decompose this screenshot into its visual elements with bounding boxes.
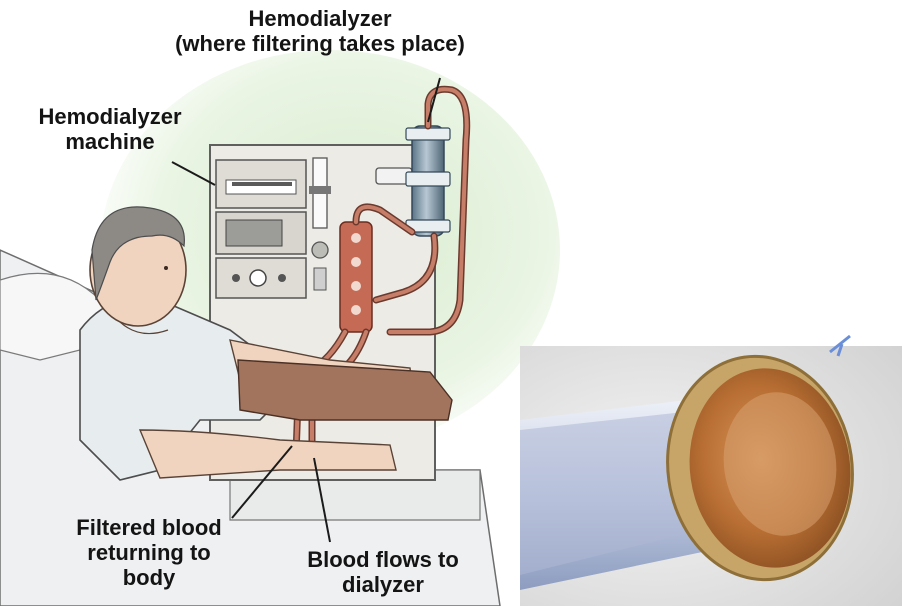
- hollow-fiber-photo: [520, 336, 902, 606]
- machine-label-line1: Hemodialyzer: [0, 104, 220, 129]
- machine-label: Hemodialyzer machine: [0, 104, 220, 154]
- filtered-blood-label-line2: returning to: [38, 540, 260, 565]
- blood-flows-label: Blood flows to dialyzer: [278, 547, 488, 597]
- machine-label-line2: machine: [0, 129, 220, 154]
- blood-pump: [340, 222, 372, 332]
- blood-flows-label-line2: dialyzer: [278, 572, 488, 597]
- hemodialyzer-label: Hemodialyzer (where filtering takes plac…: [150, 6, 490, 56]
- blood-flows-label-line1: Blood flows to: [278, 547, 488, 572]
- hemodialyzer-label-line1: Hemodialyzer: [150, 6, 490, 31]
- filtered-blood-label: Filtered blood returning to body: [38, 515, 260, 590]
- filtered-blood-label-line3: body: [38, 565, 260, 590]
- hemodialyzer-label-line2: (where filtering takes place): [150, 31, 490, 56]
- hemodialyzer-machine: [210, 145, 435, 480]
- filtered-blood-label-line1: Filtered blood: [38, 515, 260, 540]
